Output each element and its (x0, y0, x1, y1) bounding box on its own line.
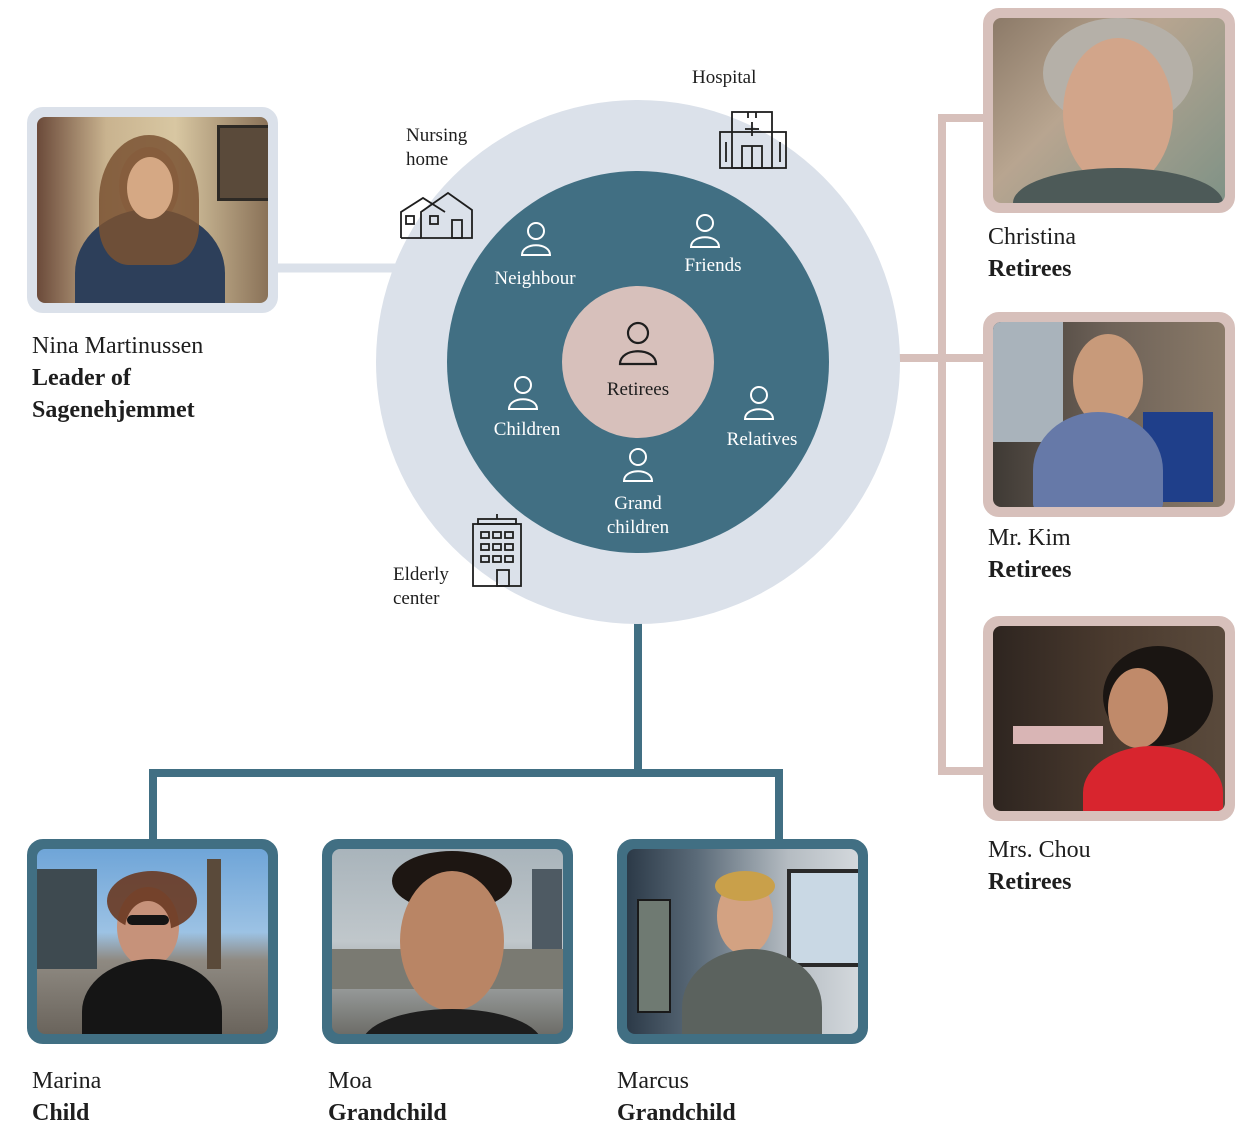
photo-christina (983, 8, 1235, 213)
caption-moa: Moa Grandchild (328, 1065, 447, 1129)
person-icon (689, 214, 721, 248)
photo-chou (983, 616, 1235, 821)
elderly-center-icon (472, 514, 522, 587)
person-name: Moa (328, 1068, 372, 1094)
caption-kim: Mr. Kim Retirees (988, 522, 1072, 586)
photo-nina (27, 107, 278, 313)
caption-christina: Christina Retirees (988, 221, 1076, 285)
person-name: Marina (32, 1068, 102, 1094)
person-role: Retirees (988, 869, 1072, 895)
label-elderly-center-line1: Elderly (393, 564, 449, 585)
photo-marina (27, 839, 278, 1044)
caption-nina: Nina Martinussen Leader of Sagenehjemmet (32, 330, 203, 426)
label-grandchildren: Grand children (573, 492, 703, 540)
person-role: Sagenehjemmet (32, 397, 195, 423)
label-grandchildren-line2: children (606, 517, 670, 538)
photo-moa (322, 839, 573, 1044)
label-nursing-home: Nursing home (406, 124, 467, 172)
person-role: Retirees (988, 256, 1072, 282)
person-name: Christina (988, 224, 1076, 250)
person-role: Grandchild (617, 1100, 736, 1126)
connector-family-branch (149, 769, 783, 840)
photo-marcus (617, 839, 868, 1044)
photo-kim (983, 312, 1235, 517)
label-hospital: Hospital (692, 67, 757, 88)
caption-chou: Mrs. Chou Retirees (988, 834, 1091, 898)
person-name: Mr. Kim (988, 525, 1071, 551)
person-icon (618, 321, 658, 366)
hospital-icon (719, 111, 787, 169)
label-friends: Friends (684, 255, 742, 276)
person-icon (622, 448, 654, 482)
label-grandchildren-line1: Grand (614, 493, 662, 514)
center-circle (562, 286, 714, 438)
label-relatives: Relatives (726, 429, 798, 450)
label-nursing-home-line1: Nursing (406, 125, 468, 146)
caption-marina: Marina Child (32, 1065, 101, 1129)
person-role: Child (32, 1100, 90, 1126)
person-role: Grandchild (328, 1100, 447, 1126)
person-role: Leader of (32, 365, 131, 391)
label-neighbour: Neighbour (494, 268, 576, 289)
person-role: Retirees (988, 557, 1072, 583)
label-children: Children (493, 419, 561, 440)
person-icon (743, 386, 775, 420)
caption-marcus: Marcus Grandchild (617, 1065, 736, 1129)
label-elderly-center-line2: center (393, 588, 440, 609)
label-elderly-center: Elderly center (393, 563, 449, 611)
connector-retirees-branch (938, 114, 985, 775)
person-icon (520, 222, 552, 256)
person-name: Marcus (617, 1068, 689, 1094)
person-icon (507, 376, 539, 410)
label-nursing-home-line2: home (406, 149, 449, 170)
person-name: Nina Martinussen (32, 333, 204, 359)
label-center-retirees: Retirees (606, 379, 670, 400)
person-name: Mrs. Chou (988, 837, 1091, 863)
nursing-home-icon (400, 191, 473, 239)
